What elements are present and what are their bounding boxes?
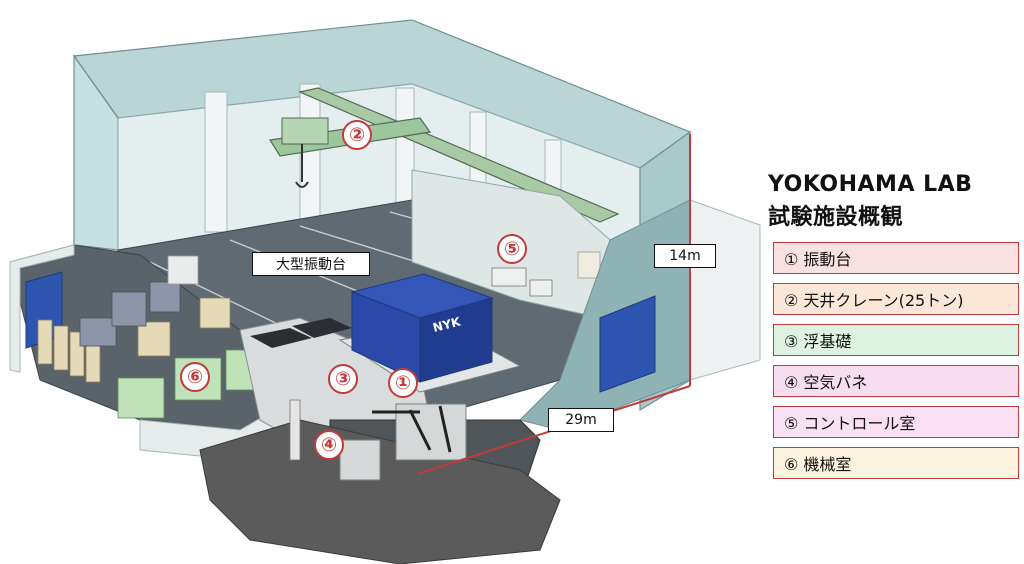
legend-item-shake-table: ① 振動台 bbox=[773, 242, 1019, 274]
legend-item-control-room: ⑤ コントロール室 bbox=[773, 406, 1019, 438]
marker-machine-room: ⑥ bbox=[180, 362, 210, 392]
marker-air-spring: ④ bbox=[314, 430, 344, 460]
legend: ① 振動台 ② 天井クレーン(25トン) ③ 浮基礎 ④ 空気バネ ⑤ コントロ… bbox=[773, 242, 1019, 488]
crane-girder bbox=[298, 87, 620, 223]
legend-item-air-spring: ④ 空気バネ bbox=[773, 365, 1019, 397]
legend-item-machine-room: ⑥ 機械室 bbox=[773, 447, 1019, 479]
crane-trolley bbox=[281, 117, 329, 145]
shake-table-callout: 大型振動台 bbox=[252, 252, 370, 276]
legend-item-crane: ② 天井クレーン(25トン) bbox=[773, 283, 1019, 315]
container-label: NYK bbox=[431, 314, 462, 335]
facility-title: YOKOHAMA LAB 試験施設概観 bbox=[768, 168, 1018, 234]
width-callout: 29m bbox=[548, 408, 614, 432]
marker-floating-foundation: ③ bbox=[328, 364, 358, 394]
marker-control-room: ⑤ bbox=[497, 234, 527, 264]
legend-item-floating-foundation: ③ 浮基礎 bbox=[773, 324, 1019, 356]
marker-crane: ② bbox=[342, 120, 372, 150]
height-callout: 14m bbox=[654, 244, 716, 268]
container-side bbox=[419, 297, 493, 383]
title-line-2: 試験施設概観 bbox=[768, 205, 904, 230]
foundation-pit bbox=[199, 399, 561, 564]
marker-shake-table: ① bbox=[388, 368, 418, 398]
blue-shutter-right bbox=[599, 295, 656, 393]
title-line-1: YOKOHAMA LAB bbox=[768, 172, 973, 197]
